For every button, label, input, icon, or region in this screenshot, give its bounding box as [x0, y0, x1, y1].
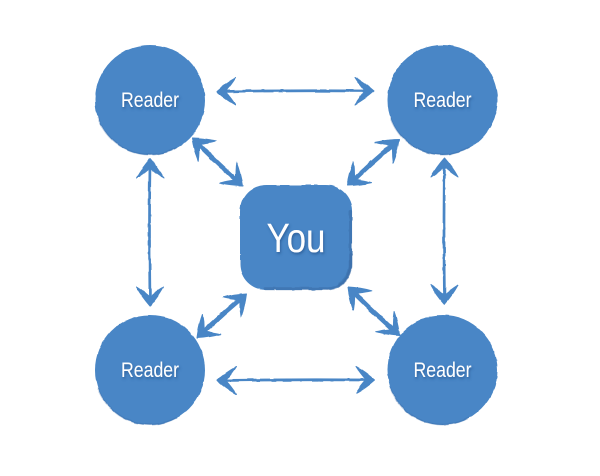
svg-text:You: You — [267, 215, 326, 261]
svg-text:Reader: Reader — [121, 358, 179, 382]
svg-text:Reader: Reader — [121, 88, 179, 112]
svg-text:Reader: Reader — [414, 88, 472, 112]
svg-text:Reader: Reader — [414, 358, 472, 382]
